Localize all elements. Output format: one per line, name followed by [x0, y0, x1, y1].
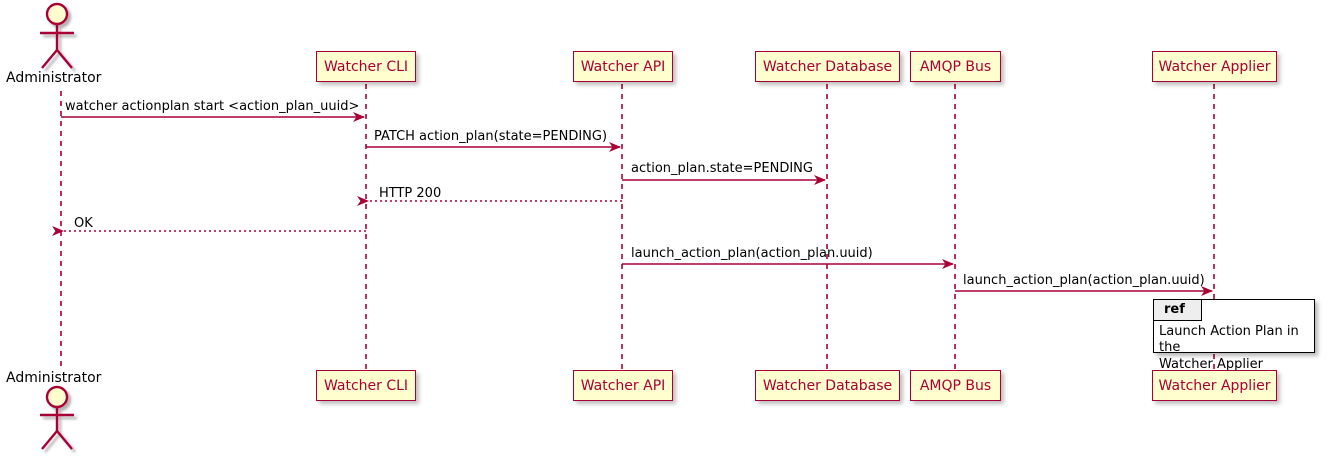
- participant-label: Watcher Database: [762, 58, 893, 75]
- message-label-1: watcher actionplan start <action_plan_uu…: [65, 99, 360, 114]
- participant-watcher-applier-top[interactable]: Watcher Applier: [1152, 51, 1277, 82]
- message-label-3: action_plan.state=PENDING: [631, 161, 813, 176]
- actor-label-administrator-bottom: Administrator: [6, 370, 102, 386]
- actor-administrator-bottom: [40, 385, 74, 450]
- participant-watcher-database-bottom[interactable]: Watcher Database: [755, 370, 900, 401]
- message-label-2: PATCH action_plan(state=PENDING): [374, 129, 608, 144]
- participant-label: Watcher API: [580, 377, 666, 394]
- ref-fragment: ref Launch Action Plan in the Watcher Ap…: [1153, 299, 1315, 372]
- ref-fragment-tag: ref: [1154, 300, 1202, 322]
- message-label-6: launch_action_plan(action_plan.uuid): [631, 246, 873, 261]
- participant-label: Watcher API: [580, 58, 666, 75]
- participant-label: Watcher Applier: [1158, 377, 1271, 394]
- participant-label: Watcher CLI: [323, 58, 409, 75]
- participant-label: Watcher Applier: [1158, 58, 1271, 75]
- participant-label: Watcher CLI: [323, 377, 409, 394]
- participant-label: AMQP Bus: [919, 58, 992, 75]
- message-label-7: launch_action_plan(action_plan.uuid): [963, 273, 1205, 288]
- participant-watcher-cli-bottom[interactable]: Watcher CLI: [316, 370, 416, 401]
- message-label-4: HTTP 200: [379, 186, 442, 201]
- actor-administrator-top: [40, 2, 74, 69]
- message-label-5: OK: [74, 216, 93, 231]
- lifelines: [60, 84, 1215, 371]
- participant-watcher-api-top[interactable]: Watcher API: [573, 51, 673, 82]
- ref-fragment-body: Launch Action Plan in the Watcher Applie…: [1159, 324, 1299, 372]
- participant-amqp-bus-bottom[interactable]: AMQP Bus: [910, 370, 1001, 401]
- actor-label-administrator-top: Administrator: [6, 70, 102, 86]
- participant-label: Watcher Database: [762, 377, 893, 394]
- participant-watcher-applier-bottom[interactable]: Watcher Applier: [1152, 370, 1277, 401]
- participant-watcher-api-bottom[interactable]: Watcher API: [573, 370, 673, 401]
- participant-watcher-cli-top[interactable]: Watcher CLI: [316, 51, 416, 82]
- participant-amqp-bus-top[interactable]: AMQP Bus: [910, 51, 1001, 82]
- participant-label: AMQP Bus: [919, 377, 992, 394]
- participant-watcher-database-top[interactable]: Watcher Database: [755, 51, 900, 82]
- message-arrows: [52, 112, 1213, 296]
